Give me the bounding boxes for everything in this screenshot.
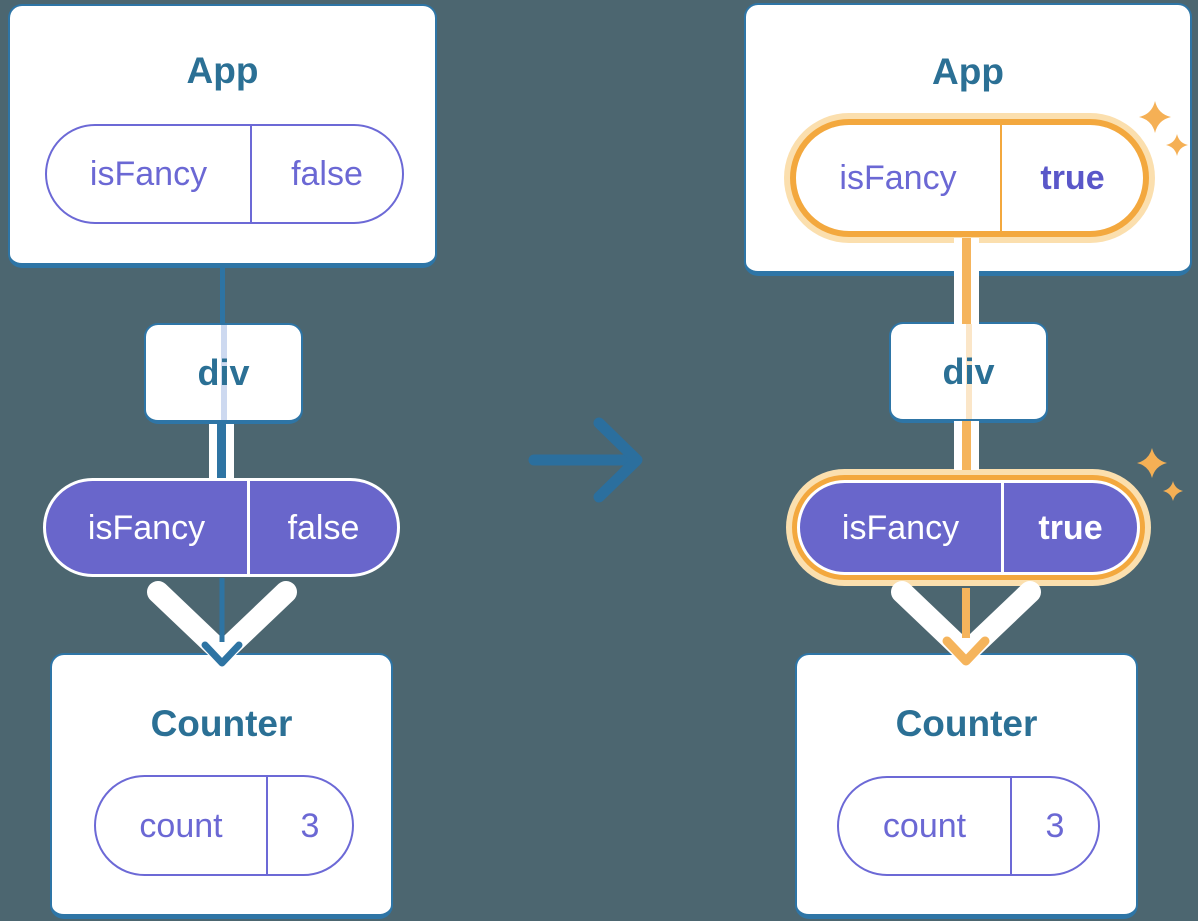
app-title: App [186, 50, 259, 91]
app-prop-pill: isFancy false [45, 124, 404, 224]
flow-white-bar [954, 421, 962, 470]
right-arrow-icon [528, 417, 643, 503]
counter-state-pill: count 3 [837, 776, 1100, 876]
flow-white-bar [954, 238, 962, 324]
prop-value: false [287, 508, 360, 547]
prop-value: false [291, 155, 363, 193]
prop-name: isFancy [839, 159, 957, 197]
flow-center-line [962, 421, 971, 470]
app-card-left: App isFancy false [8, 4, 437, 268]
connector-app-div [220, 268, 225, 324]
flow-white-bar [226, 424, 234, 478]
counter-state-pill: count 3 [94, 775, 354, 876]
pill-divider [1000, 125, 1002, 231]
sparkle-icon [1137, 448, 1183, 501]
flow-center-line [217, 424, 226, 478]
white-chevron-arrow-icon [891, 581, 1041, 664]
flow-white-bar [971, 238, 979, 324]
flow-white-bar [971, 421, 979, 470]
prop-name: isFancy [87, 508, 206, 547]
counter-title: Counter [150, 703, 293, 744]
pill-divider [266, 777, 268, 874]
app-card-right: App isFancy true [744, 3, 1192, 276]
div-box-right: div [889, 322, 1048, 423]
prop-flow-line [209, 424, 234, 478]
app-prop-pill-highlighted: isFancy true [790, 119, 1149, 237]
pill-divider [250, 126, 252, 222]
prop-arrow-orange [942, 588, 990, 666]
app-title: App [932, 51, 1004, 92]
state-value: 3 [300, 806, 320, 845]
prop-name: isFancy [89, 155, 208, 193]
passed-prop-pill-right-highlighted: isFancy true [797, 480, 1140, 575]
white-chevron-arrow-icon [147, 581, 297, 664]
prop-flow-line-updated [954, 421, 979, 470]
state-value: 3 [1045, 807, 1065, 845]
flow-center-line [962, 238, 971, 324]
prop-name: isFancy [841, 508, 960, 547]
pill-divider [247, 481, 250, 574]
flow-white-bar [209, 424, 217, 478]
prop-thru-line [965, 324, 972, 419]
counter-card-right: Counter count 3 [795, 653, 1138, 919]
passed-prop-pill-left: isFancy false [43, 478, 400, 577]
pill-divider [1001, 483, 1004, 572]
counter-card-left: Counter count 3 [50, 653, 393, 919]
pill-divider [1010, 778, 1012, 874]
counter-title: Counter [895, 703, 1038, 744]
prop-value: true [1038, 508, 1103, 547]
state-name: count [139, 806, 223, 845]
prop-arrow-blue [201, 578, 243, 667]
div-label: div [942, 350, 995, 392]
div-box-left: div [144, 323, 303, 424]
prop-flow-line-updated [954, 238, 979, 324]
state-name: count [882, 807, 967, 845]
prop-value: true [1040, 159, 1105, 197]
div-label: div [197, 351, 250, 393]
prop-thru-line [220, 325, 227, 420]
